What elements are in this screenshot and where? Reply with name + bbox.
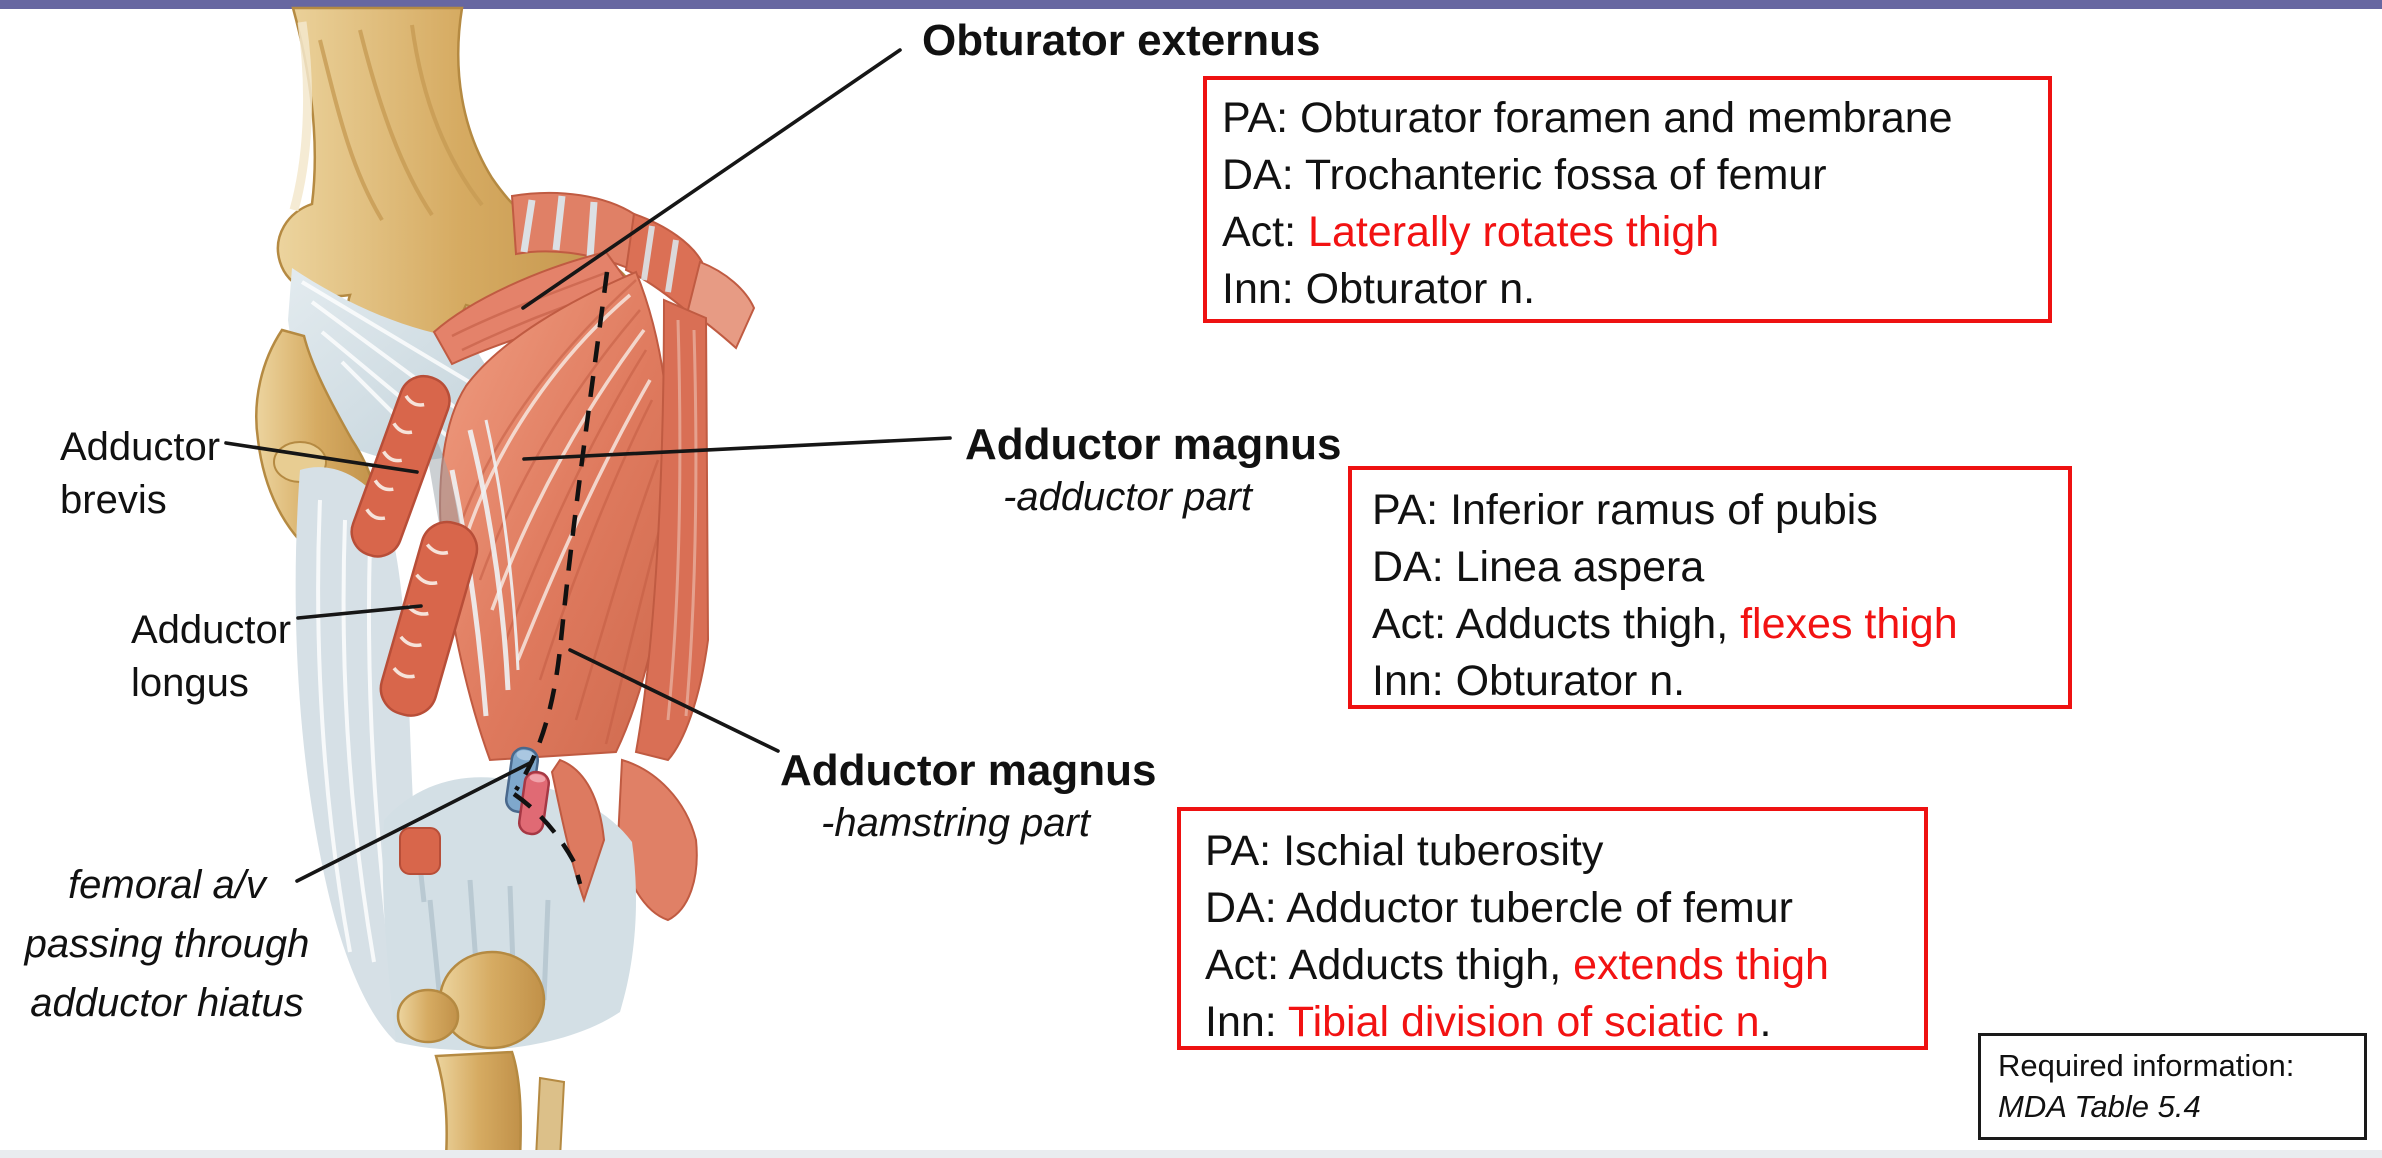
info-text: Inn: Obturator n. xyxy=(1372,657,1686,705)
info-row: PA: Inferior ramus of pubis xyxy=(1372,482,2068,539)
info-text: Inn: Obturator n. xyxy=(1222,265,1536,313)
adductor-longus-stump xyxy=(379,520,479,717)
knee-region xyxy=(382,758,636,1158)
info-text: Act: xyxy=(1222,208,1309,256)
label-line: passing through xyxy=(24,922,310,966)
info-text: PA: Ischial tuberosity xyxy=(1205,827,1604,875)
label-line: femoral a/v xyxy=(68,863,266,907)
label-line: Adductor xyxy=(60,425,221,469)
label-femoral-av: femoral a/v passing through adductor hia… xyxy=(0,856,334,1033)
info-text: DA: Linea aspera xyxy=(1372,543,1705,591)
info-text-highlight: Tibial division of sciatic n xyxy=(1287,998,1760,1046)
adductor-magnus-muscle xyxy=(439,270,672,762)
info-text-highlight: flexes thigh xyxy=(1740,600,1958,648)
info-text: PA: Inferior ramus of pubis xyxy=(1372,486,1878,534)
leader-lines xyxy=(224,48,952,883)
leader-line-hamstring-part xyxy=(568,648,780,753)
label-adductor-longus: Adductor longus xyxy=(131,604,291,710)
leader-line-obturator-externus xyxy=(521,48,902,310)
info-row: Act: Adducts thigh, extends thigh xyxy=(1205,937,1924,994)
slide-top-accent-bar xyxy=(0,0,2382,9)
info-row: DA: Adductor tubercle of femur xyxy=(1205,880,1924,937)
adductor-brevis-stump xyxy=(350,374,451,558)
required-information-line: Required information: xyxy=(1998,1048,2295,1083)
info-text: DA: Adductor tubercle of femur xyxy=(1205,884,1793,932)
adductor-division-dashed-line xyxy=(512,271,610,885)
gracilis-strip xyxy=(616,298,710,922)
section-title-adductor-magnus-adductor: Adductor magnus xyxy=(965,420,1342,469)
leader-line-adductor-part xyxy=(522,436,952,461)
label-line: brevis xyxy=(60,478,167,522)
bottom-edge-strip xyxy=(0,1150,2382,1158)
required-information-box: Required information: MDA Table 5.4 xyxy=(1978,1033,2367,1140)
section-title-obturator-externus: Obturator externus xyxy=(922,16,1321,65)
label-line: longus xyxy=(131,661,249,705)
info-text: . xyxy=(1759,998,1772,1046)
info-row: PA: Ischial tuberosity xyxy=(1205,823,1924,880)
info-text: Inn: xyxy=(1205,998,1288,1046)
label-adductor-brevis: Adductor brevis xyxy=(60,421,220,527)
section-subtitle-hamstring-part: -hamstring part xyxy=(821,801,1090,845)
info-row: DA: Linea aspera xyxy=(1372,539,2068,596)
required-information-source: MDA Table 5.4 xyxy=(1998,1089,2201,1124)
info-row: Inn: Tibial division of sciatic n. xyxy=(1205,994,1924,1051)
info-text-highlight: Laterally rotates thigh xyxy=(1308,208,1720,256)
label-line: Adductor xyxy=(131,608,292,652)
info-text: DA: Trochanteric fossa of femur xyxy=(1222,151,1827,199)
leader-line-adductor-brevis xyxy=(224,441,419,474)
info-row: DA: Trochanteric fossa of femur xyxy=(1222,147,2048,204)
section-subtitle-adductor-part: -adductor part xyxy=(1003,475,1253,519)
leader-line-adductor-longus xyxy=(296,604,423,620)
info-row: Inn: Obturator n. xyxy=(1372,653,2068,710)
quadratus-femoris-cut xyxy=(510,191,756,350)
section-title-adductor-magnus-hamstring: Adductor magnus xyxy=(780,746,1157,795)
info-text: Act: Adducts thigh, xyxy=(1372,600,1741,648)
info-row: Inn: Obturator n. xyxy=(1222,261,2048,318)
info-text: Act: Adducts thigh, xyxy=(1205,941,1574,989)
info-row: Act: Adducts thigh, flexes thigh xyxy=(1372,596,2068,653)
info-row: PA: Obturator foramen and membrane xyxy=(1222,90,2048,147)
info-row: Act: Laterally rotates thigh xyxy=(1222,204,2048,261)
info-text-highlight: extends thigh xyxy=(1573,941,1829,989)
info-text: PA: Obturator foramen and membrane xyxy=(1222,94,1953,142)
label-line: adductor hiatus xyxy=(30,981,304,1025)
leader-line-femoral-av xyxy=(295,760,534,883)
